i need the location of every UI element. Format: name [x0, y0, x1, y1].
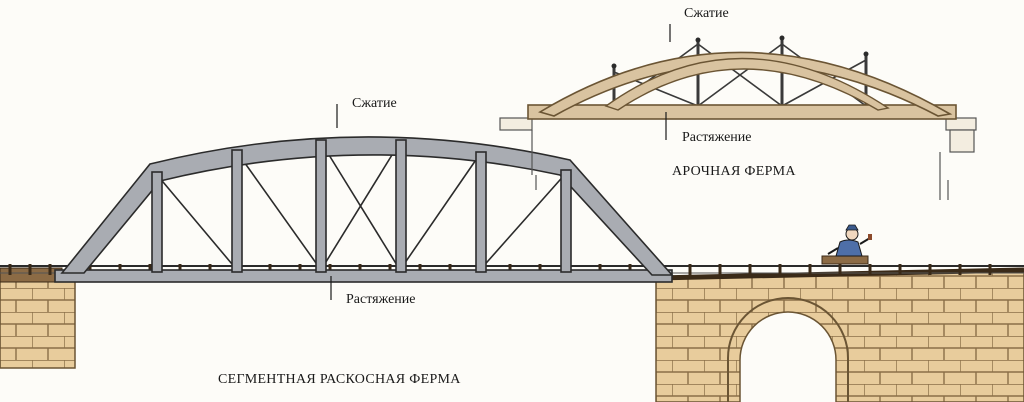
- left-stone-abutment: [0, 267, 76, 369]
- truss-diagonals: [157, 141, 568, 271]
- arch-tie-beam: [527, 104, 957, 120]
- arch-right-wall: [939, 117, 977, 200]
- arch-truss: [499, 35, 977, 200]
- arch-outer: [538, 51, 953, 117]
- right-stone-arch-bridge: [655, 267, 1024, 402]
- arch-truss-caption: АРОЧНАЯ ФЕРМА: [672, 164, 796, 179]
- segment-truss-caption: СЕГМЕНТНАЯ РАСКОСНАЯ ФЕРМА: [218, 372, 461, 387]
- arch-left-wall: [499, 117, 537, 190]
- worker-figure-icon: [821, 224, 872, 265]
- segment-tension-label: Растяжение: [346, 292, 416, 307]
- truss-verticals: [151, 139, 572, 273]
- truss-bottom-chord: [54, 269, 673, 283]
- truss-top-chord: [60, 136, 674, 276]
- arch-tension-label: Растяжение: [682, 130, 752, 145]
- segment-compression-label: Сжатие: [352, 96, 397, 111]
- segmental-pratt-truss: [54, 136, 674, 283]
- leader-lines: [330, 24, 671, 300]
- arch-inner: [604, 57, 890, 111]
- arch-compression-label: Сжатие: [684, 6, 729, 21]
